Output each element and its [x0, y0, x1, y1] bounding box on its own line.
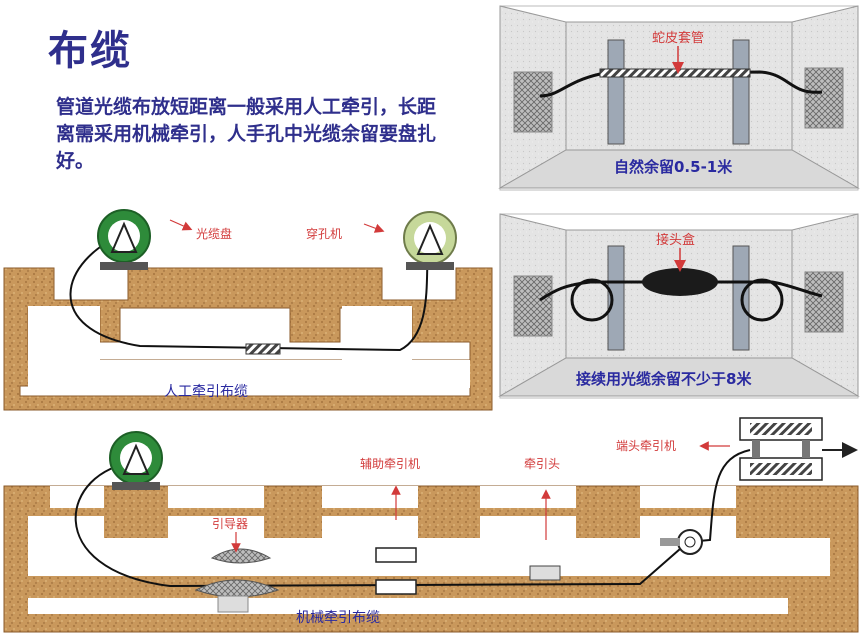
assist-puller-bottom: [375, 579, 417, 595]
pull-sleeve: [245, 343, 281, 355]
duct-bank-left: [513, 71, 553, 133]
end-puller-pulley: [660, 529, 703, 555]
label-end-puller: 端头牵引机: [616, 439, 676, 453]
cable-bracket-right: [732, 39, 750, 145]
label-manual-pull: 人工牵引布缆: [164, 384, 248, 400]
label-guide: 引导器: [212, 517, 248, 531]
snake-tube: [599, 68, 751, 78]
label-machine-pull: 机械牵引布缆: [296, 610, 380, 626]
label-natural-slack: 自然余留0.5-1米: [614, 158, 733, 176]
manual-pull-cable: [69, 233, 433, 352]
splice-box: [642, 268, 718, 296]
page-title: 布缆: [48, 28, 132, 74]
label-pull-head: 牵引头: [524, 457, 560, 471]
cable-bracket-left: [607, 39, 625, 145]
description-text: 管道光缆布放短距离一般采用人工牵引，长距离需采用机械牵引，人手孔中光缆余留要盘扎…: [56, 96, 437, 172]
label-assist-puller: 辅助牵引机: [360, 457, 420, 471]
cable-reel-2: [109, 431, 163, 490]
manhole-panel-natural-slack: 蛇皮套管 自然余留0.5-1米: [498, 5, 860, 191]
guide-device: [210, 548, 272, 564]
cable-bracket-left-2: [607, 245, 625, 351]
cable-coil-right: [740, 278, 784, 322]
cable-coil-left: [570, 278, 614, 322]
threader-reel: [403, 211, 457, 270]
label-splice-slack: 接续用光缆余留不少于8米: [576, 370, 752, 388]
cable-reel-1: [97, 209, 151, 270]
manhole-panel-splice-slack: 接头盒 接续用光缆余留不少于8米: [498, 213, 860, 399]
slack-cable: [539, 70, 823, 98]
duct-bank-left-2: [513, 275, 553, 337]
duct-bank-right-2: [804, 271, 844, 333]
label-splice-box: 接头盒: [656, 232, 695, 248]
label-snake-tube: 蛇皮套管: [652, 30, 704, 46]
end-puller-machine: [739, 417, 858, 481]
duct-bank-right: [804, 67, 844, 129]
manual-pull-section: 光缆盘 穿孔机 人工牵引布缆: [3, 209, 493, 411]
label-cable-reel: 光缆盘: [196, 226, 232, 241]
machine-pull-cable: [74, 449, 751, 588]
assist-puller-top: [375, 547, 417, 563]
label-threader: 穿孔机: [306, 226, 342, 241]
pull-head: [529, 565, 561, 581]
machine-pull-section: 引导器 辅助牵引机 牵引头 端头牵引机 机械牵引布缆: [3, 417, 859, 633]
